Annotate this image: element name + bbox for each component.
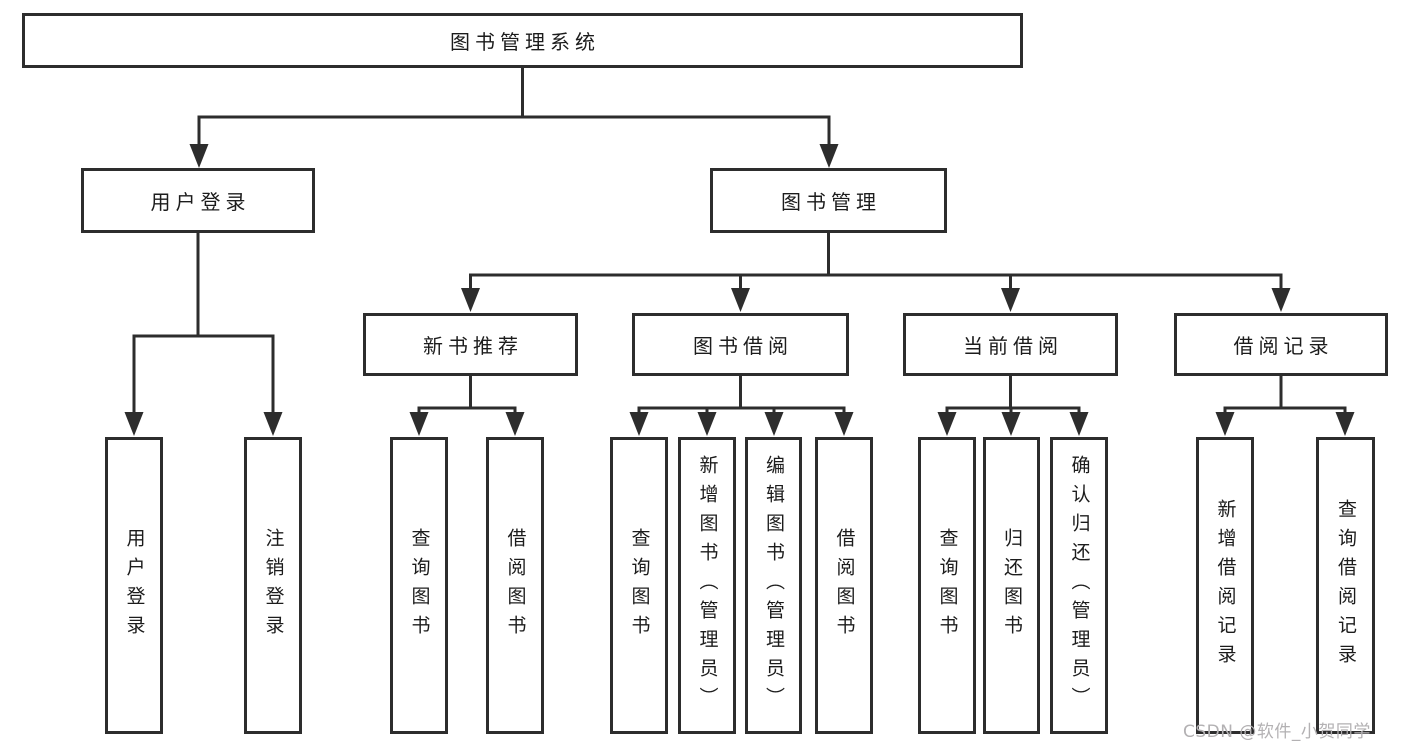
leaf-user-login: 用户登录 [105,437,163,734]
leaf-query-book-current-label: 查询图书 [936,527,959,644]
leaf-edit-book-admin: 编辑图书（管理员） [745,437,802,734]
leaf-add-book-admin-label: 新增图书（管理员） [696,455,719,716]
leaf-logout-label: 注销登录 [262,527,285,644]
csdn-watermark: CSDN @软件_小贺同学 [1183,722,1371,742]
leaf-query-book-current: 查询图书 [918,437,976,734]
node-borrow-records-label: 借阅记录 [1233,334,1334,358]
node-book-borrow-label: 图书借阅 [693,334,793,358]
node-user-login: 用户登录 [81,168,315,233]
leaf-add-borrow-record-label: 新增借阅记录 [1214,498,1237,673]
node-book-management-label: 图书管理 [781,190,881,214]
leaf-return-book: 归还图书 [983,437,1040,734]
leaf-user-login-label: 用户登录 [123,527,146,644]
leaf-query-book-borrow: 查询图书 [610,437,668,734]
leaf-borrow-book: 借阅图书 [815,437,873,734]
leaf-add-borrow-record: 新增借阅记录 [1196,437,1254,734]
leaf-add-book-admin: 新增图书（管理员） [678,437,736,734]
leaf-query-book-recommend-label: 查询图书 [408,527,431,644]
leaf-borrow-book-recommend-label: 借阅图书 [504,527,527,644]
node-user-login-label: 用户登录 [150,190,251,214]
node-new-book-recommend: 新书推荐 [363,313,578,376]
leaf-query-borrow-record: 查询借阅记录 [1316,437,1375,734]
leaf-logout: 注销登录 [244,437,302,734]
leaf-return-book-label: 归还图书 [1001,527,1023,644]
leaf-confirm-return-admin: 确认归还（管理员） [1050,437,1108,734]
node-book-management: 图书管理 [710,168,947,233]
node-book-borrow: 图书借阅 [632,313,849,376]
node-borrow-records: 借阅记录 [1174,313,1388,376]
node-current-borrow-label: 当前借阅 [963,334,1063,358]
leaf-edit-book-admin-label: 编辑图书（管理员） [763,455,785,716]
leaf-confirm-return-admin-label: 确认归还（管理员） [1068,455,1091,716]
leaf-borrow-book-label: 借阅图书 [833,527,856,644]
node-current-borrow: 当前借阅 [903,313,1118,376]
node-root-system: 图书管理系统 [22,13,1023,68]
leaf-borrow-book-recommend: 借阅图书 [486,437,544,734]
leaf-query-book-borrow-label: 查询图书 [628,527,651,644]
leaf-query-borrow-record-label: 查询借阅记录 [1335,498,1357,673]
node-root-label: 图书管理系统 [450,30,600,54]
node-new-book-recommend-label: 新书推荐 [423,334,523,358]
leaf-query-book-recommend: 查询图书 [390,437,448,734]
